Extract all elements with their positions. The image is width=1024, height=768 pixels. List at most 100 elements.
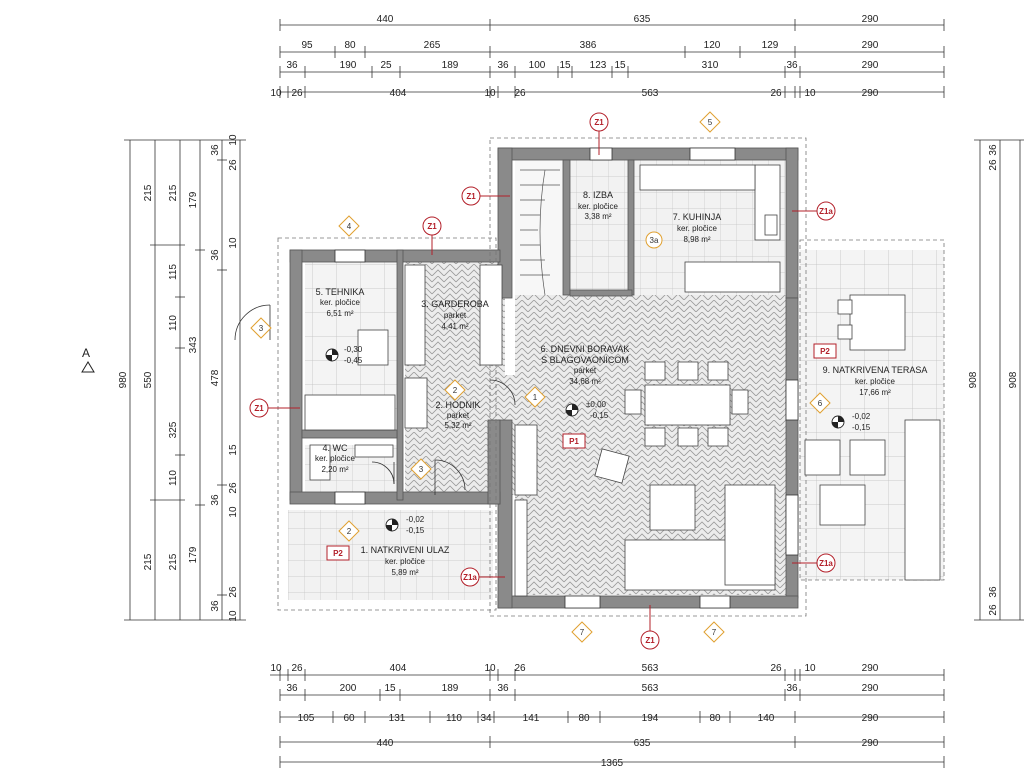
room-floor: ker. pločice [855, 377, 896, 386]
dim-top-r2-11: 290 [862, 60, 879, 71]
dimension-lines-top: 440 635 290 95 80 265 386 120 129 290 36 [270, 14, 945, 99]
svg-text:6: 6 [818, 399, 823, 408]
staircase [520, 169, 560, 296]
dim-left-c4-3: 36 [210, 494, 221, 506]
dim-left-c4-2: 478 [210, 369, 221, 386]
room-2-hodnik: 2. HODNIK parket 5,32 m² [435, 400, 480, 430]
dim-left-c3-2: 179 [188, 546, 199, 563]
wall-marks: Z1 Z1 Z1 Z1 Z1 Z1a Z1a Z1a [249, 112, 836, 650]
svg-text:3: 3 [419, 465, 424, 474]
level-bottom: -0,15 [406, 526, 425, 535]
room-8-izba: 8. IZBA ker. pločice 3,38 m² [578, 190, 619, 221]
dim-left-c5-6: 26 [228, 586, 239, 598]
dim-left-c1-2: 215 [143, 553, 154, 570]
dim-left-c2-0: 215 [168, 184, 179, 201]
dim-bot-r0-4: 26 [514, 663, 526, 674]
dim-top-r2-4: 36 [497, 60, 509, 71]
roof-outlines [277, 137, 945, 617]
dim-top-r1-1: 80 [344, 40, 356, 51]
room-floor: ker. pločice [315, 454, 356, 463]
wall-mark-z1a-kitchen: Z1a [792, 201, 836, 221]
room-name: 1. NATKRIVENI ULAZ [361, 545, 450, 555]
level-marker-entrance: -0,02 -0,15 [385, 515, 425, 535]
wall-mark-z1a-corridor: Z1a [460, 567, 505, 587]
tag-7-right: 7 [703, 621, 725, 643]
room-floor: ker. pločice [320, 298, 361, 307]
dim-top-r3-1: 26 [291, 88, 303, 99]
svg-text:Z1a: Z1a [819, 207, 833, 216]
room-area: 3,38 m² [584, 212, 611, 221]
svg-text:Z1a: Z1a [463, 573, 477, 582]
dim-bot-r4-0: 1365 [601, 758, 624, 768]
dim-left-c5-0: 10 [228, 134, 239, 146]
dim-bot-r0-2: 404 [390, 663, 407, 674]
svg-text:P1: P1 [569, 437, 579, 446]
dim-left-c2-5: 215 [168, 553, 179, 570]
dim-top-r2-5: 100 [529, 60, 546, 71]
dim-left-c4-1: 36 [210, 249, 221, 261]
dim-bot-r0-1: 26 [291, 663, 303, 674]
dim-top-r3-6: 26 [770, 88, 782, 99]
dim-top-r2-10: 36 [786, 60, 798, 71]
dim-left-c5-5: 10 [228, 506, 239, 518]
level-marker-tehnika: -0,30 -0,45 [325, 345, 363, 365]
opening-tags: 1 2 2 3 3 4 5 6 7 7 3a [250, 111, 831, 643]
dim-top-r1-0: 95 [301, 40, 313, 51]
svg-text:P2: P2 [333, 549, 343, 558]
dim-top-r0-0: 440 [377, 14, 394, 25]
room-area: 34,68 m² [569, 377, 601, 386]
dim-bot-r2-4: 34 [480, 713, 492, 724]
svg-text:7: 7 [712, 628, 717, 637]
level-bottom: -0,15 [590, 411, 609, 420]
room-name: 3. GARDEROBA [421, 299, 489, 309]
dim-bot-r1-0: 36 [286, 683, 298, 694]
svg-text:Z1: Z1 [645, 636, 655, 645]
room-area: 4,41 m² [441, 322, 468, 331]
level-marker-terrace: -0,02 -0,15 [831, 412, 871, 432]
dim-bot-r3-2: 290 [862, 738, 879, 749]
wall-mark-z1-garderoba: Z1 [422, 216, 442, 255]
dim-bot-r3-0: 440 [377, 738, 394, 749]
tag-3-left: 3 [250, 317, 272, 339]
room-name-2: S BLAGOVAONICOM [541, 355, 629, 365]
room-floor: ker. pločice [677, 224, 718, 233]
svg-text:Z1: Z1 [427, 222, 437, 231]
room-name: 9. NATKRIVENA TERASA [823, 365, 928, 375]
svg-text:7: 7 [580, 628, 585, 637]
dim-left-c3-1: 343 [188, 336, 199, 353]
room-floor: ker. pločice [578, 202, 619, 211]
room-3-garderoba: 3. GARDEROBA parket 4,41 m² [421, 299, 489, 331]
dim-left-c4-4: 36 [210, 600, 221, 612]
level-bottom: -0,15 [852, 423, 871, 432]
level-top: -0,02 [406, 515, 425, 524]
dim-top-r0-1: 635 [634, 14, 651, 25]
room-area: 8,98 m² [683, 235, 710, 244]
dim-bot-r1-2: 15 [384, 683, 396, 694]
dim-top-r0-2: 290 [862, 14, 879, 25]
dim-bot-r0-0: 10 [270, 663, 282, 674]
dim-bot-r2-5: 141 [523, 713, 540, 724]
floor-mark-p2-terrace: P2 [813, 343, 837, 359]
dim-bot-r2-2: 131 [389, 713, 406, 724]
room-labels: 1. NATKRIVENI ULAZ ker. pločice 5,89 m² … [315, 190, 927, 577]
svg-text:2: 2 [453, 386, 458, 395]
tag-5: 5 [699, 111, 721, 133]
room-name: 7. KUHINJA [673, 212, 722, 222]
tag-2-hall: 2 [444, 379, 466, 401]
room-name: 6. DNEVNI BORAVAK [541, 344, 630, 354]
wall-mark-z1-left: Z1 [249, 398, 300, 418]
dim-right-c1-0: 26 [988, 159, 999, 171]
dim-top-r2-8: 15 [614, 60, 626, 71]
section-marker-a: A [81, 346, 95, 373]
dim-top-r1-6: 290 [862, 40, 879, 51]
dim-bot-r2-9: 140 [758, 713, 775, 724]
floor-mark-p1: P1 [562, 433, 586, 449]
room-area: 6,51 m² [326, 309, 353, 318]
dim-bot-r0-6: 26 [770, 663, 782, 674]
room-floor: parket [444, 311, 467, 320]
windows [334, 147, 799, 609]
room-1-natkriveni-ulaz: 1. NATKRIVENI ULAZ ker. pločice 5,89 m² [361, 545, 450, 577]
doors [234, 304, 516, 495]
dim-top-r2-6: 15 [559, 60, 571, 71]
svg-text:Z1: Z1 [594, 118, 604, 127]
